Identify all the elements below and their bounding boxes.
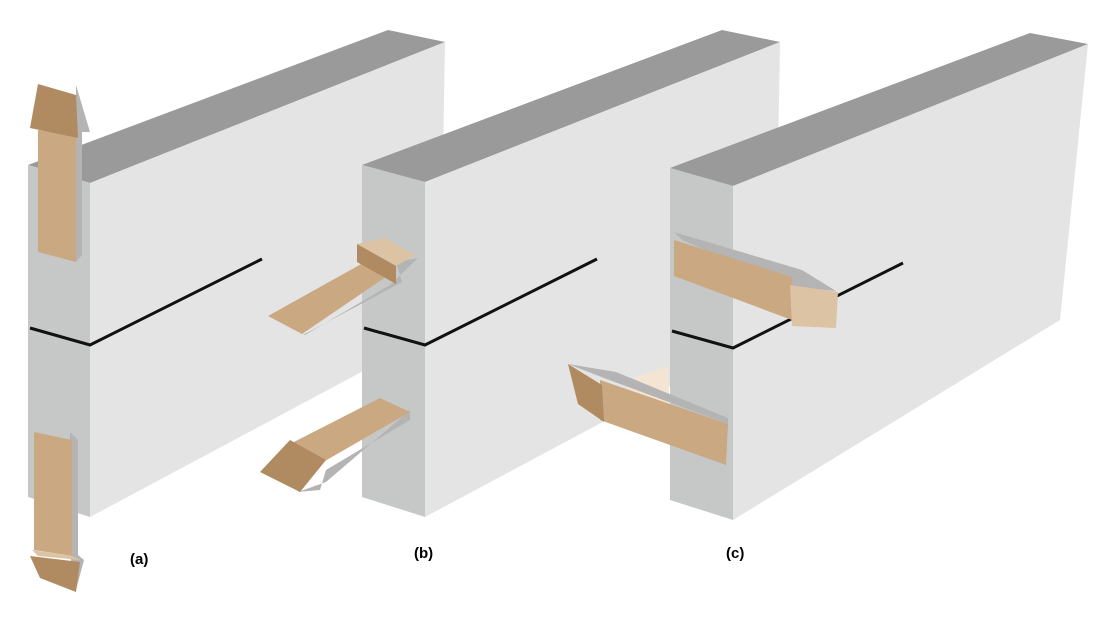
arrow-head	[790, 285, 838, 328]
block-a-face	[90, 42, 445, 517]
arrow-a-up	[30, 84, 90, 262]
arrow-shadow	[70, 432, 84, 590]
block-c-face	[733, 44, 1088, 520]
arrow-c-lower	[568, 364, 728, 465]
arrow-a-down	[30, 432, 84, 592]
arrow-shadow	[674, 232, 836, 291]
panel-c-label: (c)	[726, 545, 744, 562]
arrow-c-upper	[674, 232, 838, 328]
panel-b-label: (b)	[414, 545, 433, 562]
arrow-shadow	[303, 258, 418, 335]
crack-b	[363, 257, 598, 347]
arrow-head-top	[32, 550, 80, 560]
arrow-b-upper	[268, 238, 418, 335]
arrow-shaft	[288, 398, 410, 465]
arrow-head-side	[357, 244, 396, 284]
arrow-shaft	[674, 240, 792, 320]
crack-a	[29, 257, 263, 347]
arrow-shadow	[568, 364, 728, 424]
arrow-b-lower	[260, 398, 410, 492]
arrow-shaft	[600, 380, 728, 465]
arrow-shadow	[298, 410, 410, 492]
arrow-head	[568, 364, 604, 422]
block-a-top	[28, 30, 445, 183]
panel-a-label: (a)	[130, 551, 148, 568]
arrow-shaft	[34, 432, 72, 556]
arrow-shadow	[76, 85, 90, 262]
arrow-shaft	[38, 130, 76, 262]
arrow-head	[30, 84, 78, 138]
block-c-top	[670, 33, 1088, 186]
crack-c	[671, 261, 904, 350]
arrow-head	[30, 556, 80, 592]
arrow-shaft	[268, 258, 396, 334]
block-b-top	[362, 30, 780, 182]
arrow-head-top	[357, 238, 415, 266]
arrow-head	[260, 440, 326, 492]
